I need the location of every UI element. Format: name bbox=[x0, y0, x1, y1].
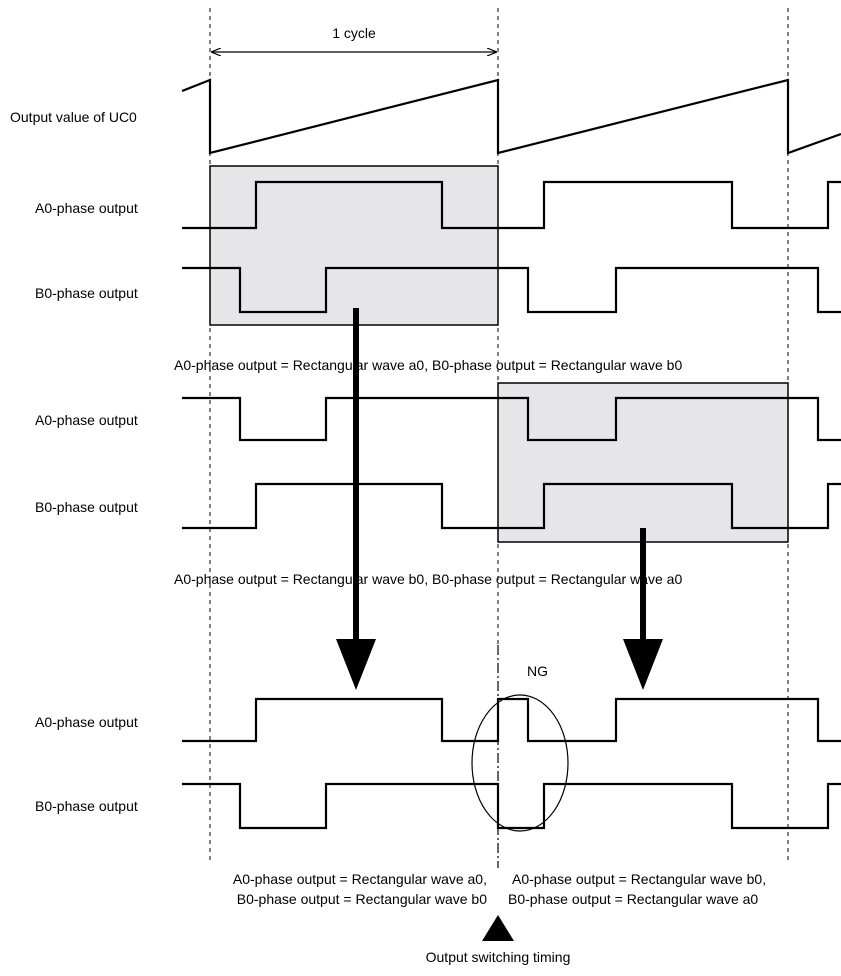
bottom-right-caption-line1: A0-phase output = Rectangular wave b0, bbox=[512, 871, 766, 887]
bottom-left-caption-line1: A0-phase output = Rectangular wave a0, bbox=[233, 871, 487, 887]
down-arrow-right bbox=[623, 528, 663, 690]
caption-1: A0-phase output = Rectangular wave a0, B… bbox=[174, 357, 682, 373]
down-arrow-left bbox=[336, 308, 376, 690]
ng-label: NG bbox=[527, 663, 548, 679]
uc0-label: Output value of UC0 bbox=[10, 109, 137, 125]
a0-wave-row1-path bbox=[182, 180, 841, 230]
a0-wave-row3 bbox=[182, 396, 841, 442]
highlight-box-1 bbox=[209, 165, 499, 326]
a0-label-row1: A0-phase output bbox=[35, 200, 138, 216]
a0-label-row3: A0-phase output bbox=[35, 412, 138, 428]
highlight-box-2 bbox=[497, 382, 789, 543]
b0-label-row6: B0-phase output bbox=[35, 798, 138, 814]
b0-label-row2: B0-phase output bbox=[35, 285, 138, 301]
b0-wave-row4 bbox=[182, 482, 841, 530]
a0-label-row5: A0-phase output bbox=[35, 714, 138, 730]
switch-timing-label: Output switching timing bbox=[426, 949, 571, 965]
switch-timing-triangle bbox=[482, 915, 514, 941]
b0-label-row4: B0-phase output bbox=[35, 499, 138, 515]
caption-2: A0-phase output = Rectangular wave b0, B… bbox=[174, 571, 682, 587]
bottom-left-caption-line2: B0-phase output = Rectangular wave b0 bbox=[237, 891, 487, 907]
b0-wave-row2 bbox=[182, 266, 841, 314]
a0-wave-row5 bbox=[182, 697, 841, 743]
ng-ellipse bbox=[471, 694, 569, 832]
cycle-label: 1 cycle bbox=[332, 25, 376, 41]
b0-wave-row6 bbox=[182, 782, 841, 830]
bottom-right-caption-line2: B0-phase output = Rectangular wave a0 bbox=[508, 891, 758, 907]
uc0-sawtooth bbox=[181, 78, 841, 155]
